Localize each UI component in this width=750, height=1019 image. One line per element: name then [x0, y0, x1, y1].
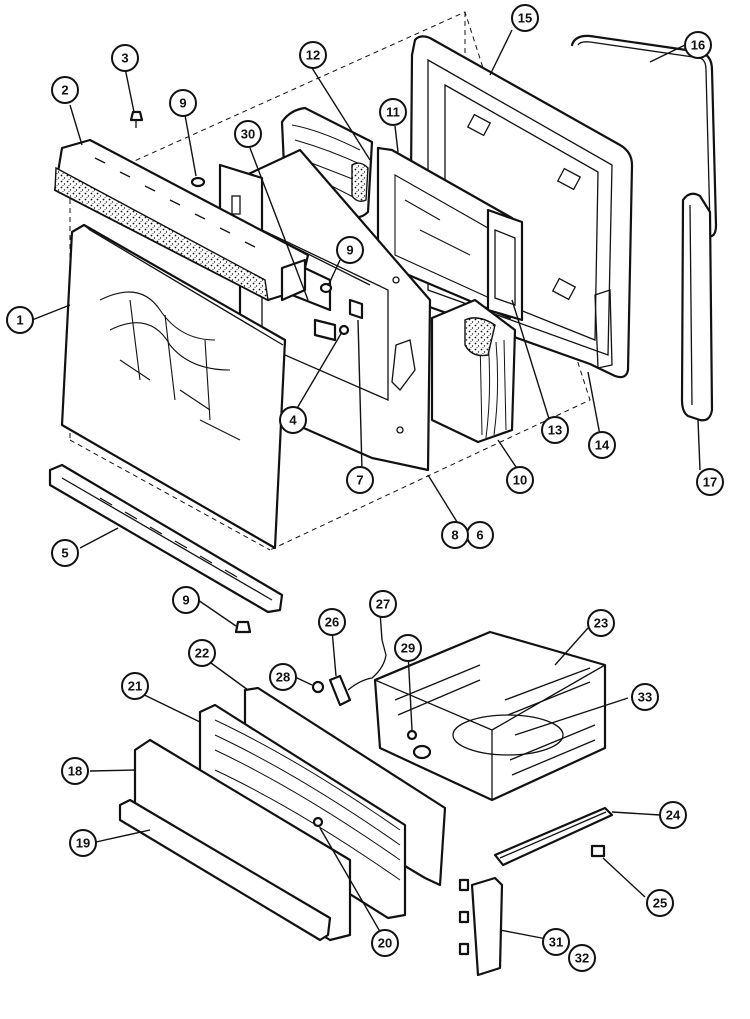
- callout-label: 1: [16, 313, 23, 328]
- part-25-drawer-roller: [590, 844, 606, 858]
- callout-label: 19: [76, 836, 90, 851]
- callout-7: 7: [346, 466, 374, 494]
- callout-label: 14: [595, 438, 610, 453]
- callout-8: 8: [441, 521, 469, 549]
- callout-15: 15: [511, 4, 539, 32]
- callout-2: 2: [51, 76, 79, 104]
- callout-label: 11: [386, 105, 400, 120]
- callout-label: 12: [306, 48, 320, 63]
- leader-lines: [31, 29, 701, 941]
- callout-label: 2: [61, 83, 68, 98]
- callout-label: 7: [356, 473, 363, 488]
- callout-31: 31: [542, 928, 570, 956]
- callout-label: 13: [548, 423, 562, 438]
- callout-18: 18: [61, 757, 89, 785]
- callout-32: 32: [568, 944, 596, 972]
- callout-label: 10: [513, 473, 527, 488]
- part-29-bumper: [406, 729, 418, 741]
- callout-label: 30: [241, 127, 255, 142]
- callout-6: 6: [466, 521, 494, 549]
- part-17-door-side-trim: [680, 192, 714, 422]
- callout-label: 9: [179, 96, 186, 111]
- callout-22: 22: [188, 639, 216, 667]
- callout-4: 4: [279, 406, 307, 434]
- callout-10: 10: [506, 466, 534, 494]
- part-2-door-top-trim: [53, 138, 310, 302]
- callout-label: 9: [182, 593, 189, 608]
- callout-24: 24: [659, 801, 687, 829]
- callout-label: 16: [691, 38, 705, 53]
- callout-30: 30: [234, 120, 262, 148]
- callout-label: 3: [121, 51, 128, 66]
- callout-label: 18: [68, 764, 82, 779]
- callout-label: 9: [346, 243, 353, 258]
- callout-21: 21: [121, 672, 149, 700]
- callout-label: 15: [518, 11, 532, 26]
- callout-16: 16: [684, 31, 712, 59]
- callout-label: 4: [289, 413, 297, 428]
- part-24-drawer-rail: [493, 806, 614, 867]
- part-9-screw-top: [190, 176, 206, 188]
- callout-label: 32: [575, 951, 589, 966]
- part-27-wire-harness: [347, 639, 387, 691]
- callout-9-bottom: 9: [172, 586, 200, 614]
- callout-label: 6: [476, 528, 483, 543]
- callout-label: 17: [703, 475, 717, 490]
- part-31-32-side-panel: [458, 876, 504, 977]
- callout-label: 23: [594, 616, 608, 631]
- callout-label: 22: [195, 646, 209, 661]
- part-5-door-bottom-rail: [48, 463, 284, 614]
- part-28-screw: [311, 680, 325, 694]
- part-1-outer-door-glass: [60, 223, 287, 550]
- callout-23: 23: [587, 609, 615, 637]
- callout-label: 33: [638, 690, 652, 705]
- callout-label: 8: [451, 528, 458, 543]
- callout-14: 14: [588, 431, 616, 459]
- callout-17: 17: [696, 468, 724, 496]
- callout-label: 21: [128, 679, 142, 694]
- callout-label: 29: [401, 641, 415, 656]
- callout-28: 28: [269, 663, 297, 691]
- part-9-screw-mid: [319, 282, 333, 294]
- callout-19: 19: [69, 829, 97, 857]
- callout-12: 12: [299, 41, 327, 69]
- part-9-screw-bottom: [234, 620, 252, 634]
- callout-3: 3: [111, 44, 139, 72]
- part-19-drawer-handle: [118, 798, 332, 942]
- part-13-glass-retainer: [486, 208, 524, 322]
- part-7-latch: [348, 298, 364, 320]
- callout-label: 28: [276, 670, 290, 685]
- callout-11: 11: [379, 98, 407, 126]
- part-26-drawer-switch: [328, 674, 352, 707]
- callout-label: 31: [549, 935, 563, 950]
- callout-label: 24: [666, 808, 681, 823]
- callout-25: 25: [646, 889, 674, 917]
- callout-label: 25: [653, 896, 667, 911]
- callout-13: 13: [541, 416, 569, 444]
- callout-1: 1: [6, 306, 34, 334]
- part-10-insulation-block: [430, 298, 517, 444]
- callout-label: 27: [376, 597, 390, 612]
- callout-20: 20: [371, 929, 399, 957]
- callout-label: 26: [325, 615, 339, 630]
- callout-27: 27: [369, 590, 397, 618]
- part-23-drawer-box: [373, 630, 607, 802]
- callout-26: 26: [318, 608, 346, 636]
- callout-33: 33: [631, 683, 659, 711]
- callout-label: 20: [378, 936, 392, 951]
- callout-5: 5: [51, 539, 79, 567]
- callout-9-top: 9: [169, 89, 197, 117]
- callout-29: 29: [394, 634, 422, 662]
- callout-9-mid: 9: [336, 236, 364, 264]
- callout-label: 5: [61, 546, 68, 561]
- part-3-screw: [129, 110, 144, 128]
